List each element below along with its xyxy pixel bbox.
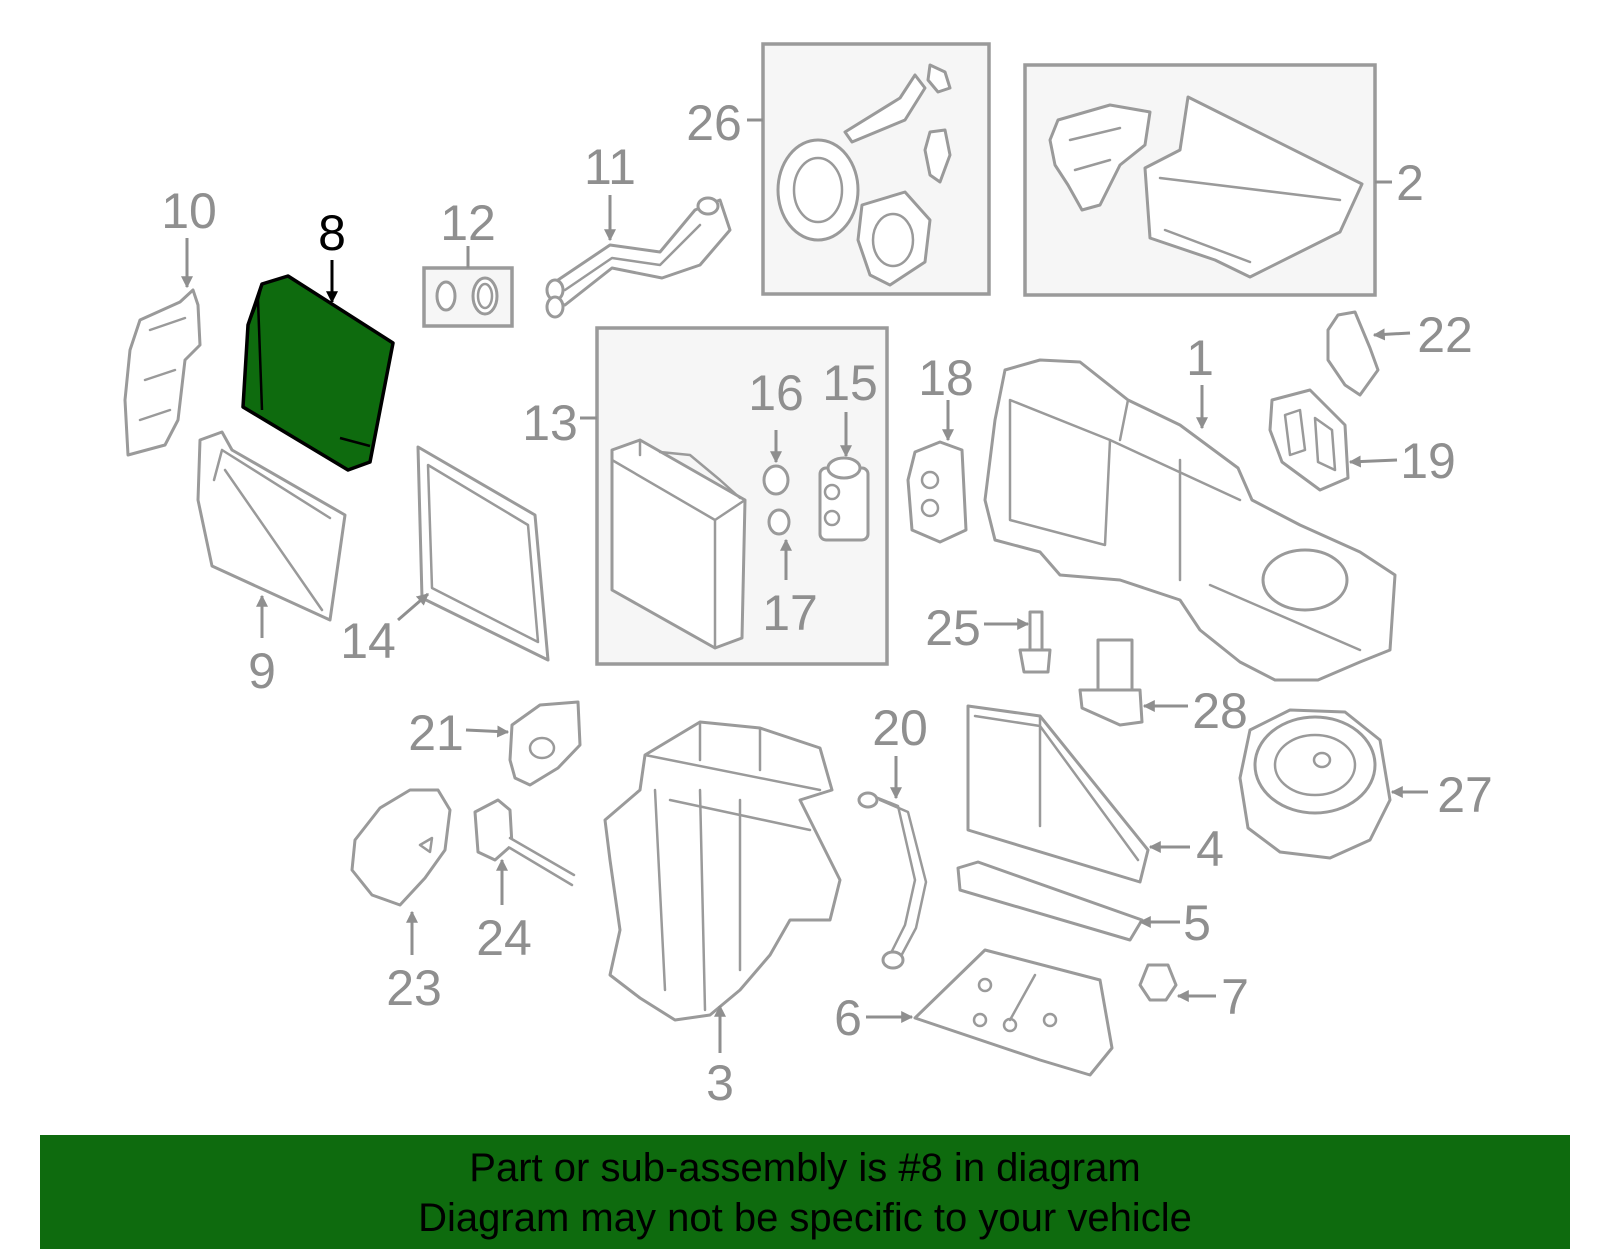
part-12-orings (435, 276, 499, 316)
callout-21: 21 (408, 705, 464, 761)
callout-20: 20 (872, 700, 928, 756)
callout-22: 22 (1417, 307, 1473, 363)
callout-24: 24 (476, 910, 532, 966)
part-2-housing-cover[interactable] (1048, 95, 1364, 279)
callout-9: 9 (248, 643, 276, 699)
callout-16: 16 (748, 365, 804, 421)
part-11-heater-tubes[interactable] (545, 196, 732, 319)
leader-22 (1372, 328, 1411, 341)
callout-2: 2 (1396, 155, 1424, 211)
part-23-actuator[interactable] (350, 788, 452, 907)
callout-12: 12 (440, 195, 496, 251)
part-24-sensor (473, 798, 578, 887)
callout-13: 13 (522, 395, 578, 451)
callout-11: 11 (584, 139, 636, 195)
part-9-heater-core[interactable] (196, 430, 347, 622)
callout-17: 17 (762, 585, 818, 641)
part-19-seal[interactable] (1268, 388, 1350, 492)
callout-6: 6 (834, 990, 862, 1046)
part-25-sensor (1018, 610, 1052, 674)
callout-10: 10 (161, 183, 217, 239)
leader-19 (1348, 455, 1398, 468)
banner-line-2: Diagram may not be specific to your vehi… (418, 1196, 1192, 1240)
part-14-seal-frame[interactable] (416, 445, 550, 662)
part-15-expansion-valve[interactable] (818, 456, 870, 542)
part-28-resistor[interactable] (1078, 638, 1144, 727)
part-27-blower-motor[interactable] (1238, 708, 1392, 860)
part-26-actuator-set[interactable] (776, 63, 952, 287)
callout-26: 26 (686, 95, 742, 151)
part-16-oring (762, 464, 790, 496)
callout-5: 5 (1183, 895, 1211, 951)
callout-18: 18 (918, 350, 974, 406)
callout-3: 3 (706, 1055, 734, 1111)
banner-line-1: Part or sub-assembly is #8 in diagram (469, 1146, 1141, 1190)
part-3-housing[interactable] (603, 720, 842, 1022)
part-18-actuator[interactable] (906, 440, 968, 544)
callout-23: 23 (386, 960, 442, 1016)
part-1-housing[interactable] (983, 358, 1397, 682)
info-banner: Part or sub-assembly is #8 in diagram Di… (40, 1135, 1570, 1249)
part-4-cabin-filter[interactable] (966, 704, 1150, 884)
part-13-evaporator-kit[interactable] (610, 438, 747, 650)
callout-4: 4 (1196, 821, 1224, 877)
part-22-bracket[interactable] (1326, 310, 1380, 397)
callout-1: 1 (1186, 330, 1214, 386)
part-10-bracket[interactable] (123, 288, 202, 457)
part-20-drain-hose (857, 791, 928, 970)
callout-25: 25 (925, 600, 981, 656)
callout-8: 8 (318, 205, 346, 261)
callout-19: 19 (1400, 433, 1456, 489)
parts-diagram: 8 10 9 14 12 11 26 2 13 16 15 17 18 1 22… (123, 42, 1493, 1111)
part-17-oring (767, 508, 791, 536)
part-6-pan[interactable] (913, 948, 1114, 1077)
callout-27: 27 (1437, 767, 1493, 823)
part-7-clip (1138, 963, 1178, 1002)
callout-14: 14 (340, 613, 396, 669)
callout-7: 7 (1221, 969, 1249, 1025)
part-5-filter-cover[interactable] (956, 860, 1144, 942)
part-21-actuator[interactable] (508, 700, 582, 787)
callout-28: 28 (1192, 683, 1248, 739)
leader-14 (397, 592, 429, 622)
leader-21 (465, 725, 510, 738)
part-8-evaporator-core[interactable] (241, 274, 395, 472)
callout-15: 15 (822, 355, 878, 411)
